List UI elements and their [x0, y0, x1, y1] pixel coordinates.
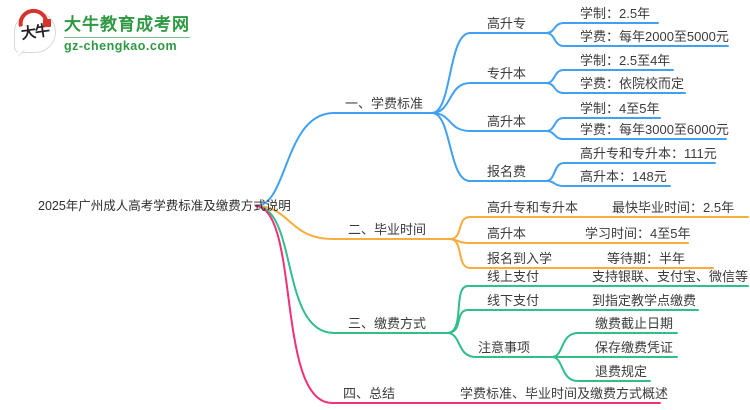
branch1-leaf-regfee2: 高升本：148元	[580, 169, 667, 184]
branch2-child-3: 报名到入学	[487, 251, 553, 266]
branch1-leaf-duration2: 学制：2.5至4年	[580, 53, 671, 68]
logo-text: 大牛教育成考网 gz-chengkao.com	[64, 10, 190, 53]
branch2-leaf-3: 等待期：半年	[607, 251, 686, 266]
branch1-leaf-fee1: 学费：每年2000至5000元	[580, 29, 729, 44]
branch1-child-zhuanshengben: 专升本	[487, 66, 527, 81]
logo-seal-icon	[43, 18, 51, 27]
branch1-label: 一、学费标准	[345, 96, 424, 111]
branch2-label: 二、毕业时间	[348, 222, 427, 237]
logo-badge-icon: 大牛	[14, 5, 56, 56]
logo-tail	[18, 48, 25, 56]
site-logo[interactable]: 大牛 大牛教育成考网 gz-chengkao.com	[14, 5, 190, 56]
branch3-leaf-refund: 退费规定	[595, 364, 648, 379]
branch3-label: 三、缴费方式	[348, 316, 427, 331]
branch1-leaf-regfee1: 高升专和专升本：111元	[580, 146, 717, 161]
branch1-curves	[255, 22, 729, 207]
branch3-child-online: 线上支付	[487, 269, 540, 284]
branch3-child-offline: 线下支付	[487, 293, 540, 308]
branch1-leaf-duration1: 学制：2.5年	[580, 6, 651, 21]
branch2-leaf-2: 学习时间：4至5年	[585, 226, 691, 241]
branch1-leaf-duration3: 学制：4至5年	[580, 101, 660, 116]
branch1-leaf-fee3: 学费：每年3000至6000元	[580, 122, 729, 137]
branch2-child-1: 高升专和专升本	[487, 200, 579, 215]
branch3-leaf-receipt: 保存缴费凭证	[595, 340, 674, 355]
branch4-curves	[255, 205, 661, 404]
branch1-child-gaoshengben: 高升本	[487, 114, 527, 129]
branch3-leaf-online: 支持银联、支付宝、微信等	[592, 269, 749, 284]
branch2-curves	[255, 205, 749, 269]
branch3-leaf-deadline: 缴费截止日期	[595, 316, 674, 331]
branch3-leaf-offline: 到指定教学点缴费	[592, 293, 697, 308]
branch2-leaf-1: 最快毕业时间：2.5年	[612, 200, 735, 215]
branch3-child-notes: 注意事项	[478, 340, 531, 355]
branch3-curves	[255, 205, 749, 382]
branch1-child-baomingfei: 报名费	[487, 164, 527, 179]
site-name: 大牛教育成考网	[64, 15, 190, 34]
branch4-leaf-summary: 学费标准、毕业时间及缴费方式概述	[460, 386, 669, 401]
branch1-leaf-fee2: 学费：依院校而定	[580, 76, 685, 91]
branch1-child-gaoshengzhuan: 高升专	[487, 16, 527, 31]
root-node: 2025年广州成人高考学费标准及缴费方式说明	[38, 199, 291, 213]
branch4-label: 四、总结	[343, 386, 396, 401]
site-domain: gz-chengkao.com	[64, 37, 190, 53]
branch2-child-2: 高升本	[487, 226, 527, 241]
